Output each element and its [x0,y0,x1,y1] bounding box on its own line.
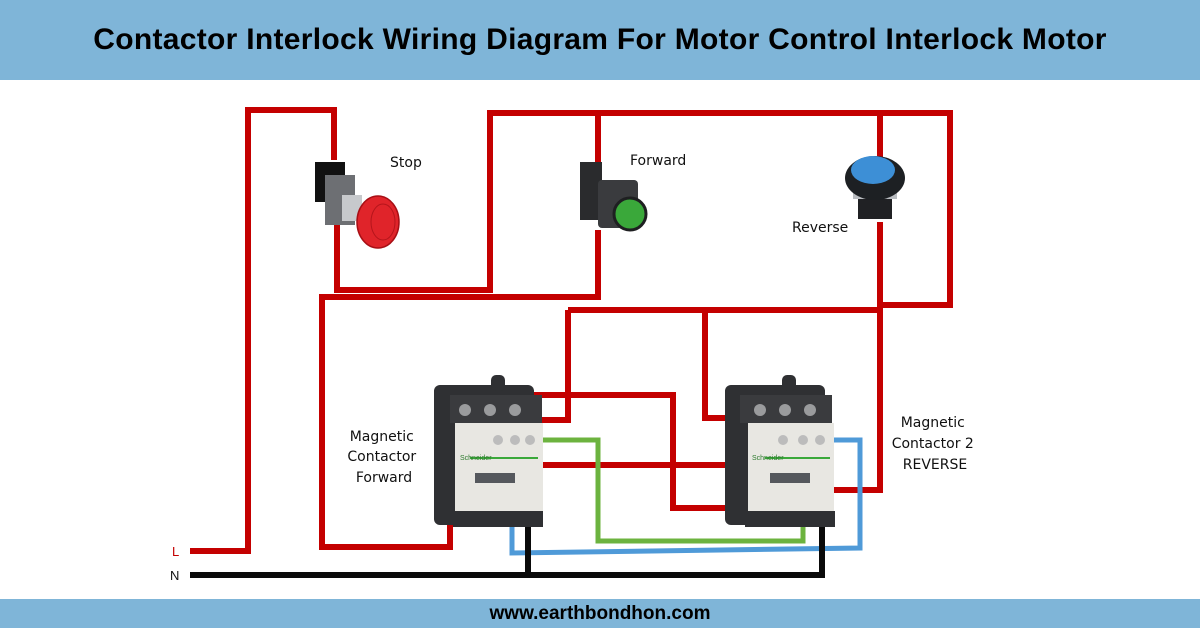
live-wire [190,107,337,554]
contactor-forward-window [475,473,515,483]
stop-out-wire [334,110,953,308]
label-line: Magnetic [901,415,965,431]
terminal-screw [804,404,816,416]
contactor-reverse-brand: Schneider [752,455,784,462]
terminal [510,435,520,445]
terminal [815,435,825,445]
contactor-forward[interactable]: Schneider [434,375,543,527]
wiring-diagram: L N Stop Forward Reverse Schneider [170,107,979,583]
terminal-screw [779,404,791,416]
contactor-reverse-window [770,473,810,483]
page-title: Contactor Interlock Wiring Diagram For M… [93,23,1107,56]
reverse-blue-cap [851,156,895,184]
stop-head-ring [370,203,396,241]
terminal [525,435,535,445]
forward-green-cap [612,196,648,232]
contactor-reverse-bottom [745,511,835,527]
footer-banner: www.earthbondhon.com [0,599,1200,628]
green-wire [530,437,806,544]
red-wires [190,107,953,554]
forward-button[interactable] [580,162,648,232]
stop-button-collar [342,195,362,221]
reverse-button-body [858,197,892,219]
stop-mushroom-head [356,195,400,249]
stop-label: Stop [390,155,422,171]
label-line: Contactor 2 [892,436,974,452]
forward-button-contact-block [580,162,602,220]
contactor-forward-mount-tab [491,375,505,391]
label-line: REVERSE [903,457,967,473]
website-link[interactable]: www.earthbondhon.com [489,602,711,624]
blue-wire [509,437,863,556]
title-banner: Contactor Interlock Wiring Diagram For M… [0,0,1200,80]
label-line: Magnetic [350,429,414,445]
terminal [778,435,788,445]
contactor-reverse[interactable]: Schneider [725,375,835,527]
terminal [798,435,808,445]
reverse-button[interactable] [845,156,905,219]
live-label: L [172,544,179,559]
neutral-wire [190,505,825,578]
contactor-reverse-mount-tab [782,375,796,391]
contactor-forward-label: Magnetic Contactor Forward [347,429,420,486]
terminal-screw [459,404,471,416]
reverse-label: Reverse [792,220,848,236]
contactor-reverse-label: Magnetic Contactor 2 REVERSE [892,415,979,473]
label-line: Forward [356,470,412,486]
contactor-forward-bottom [453,511,543,527]
stop-button[interactable] [315,162,400,249]
neutral-label: N [170,568,179,583]
terminal-screw [509,404,521,416]
terminal-screw [484,404,496,416]
terminal [493,435,503,445]
label-line: Contactor [347,449,416,465]
contactor-forward-brand: Schneider [460,455,492,462]
terminal-screw [754,404,766,416]
forward-out-wire [319,230,601,550]
forward-label: Forward [630,153,686,169]
